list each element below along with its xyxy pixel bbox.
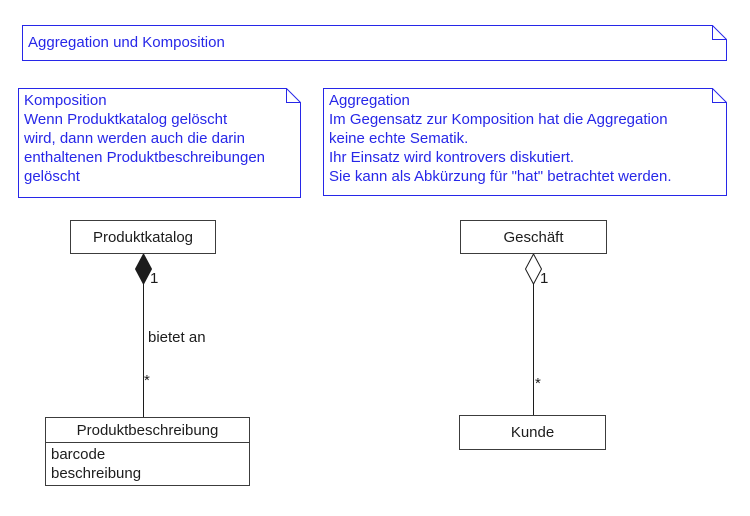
composition-diamond-icon[interactable] bbox=[134, 252, 153, 286]
class-produktkatalog[interactable]: Produktkatalog bbox=[70, 220, 216, 254]
note-aggregation-text: Aggregation Im Gegensatz zur Komposition… bbox=[329, 91, 711, 186]
class-kunde[interactable]: Kunde bbox=[459, 415, 606, 450]
composition-role-label: bietet an bbox=[148, 329, 206, 346]
class-attributes: barcode beschreibung bbox=[46, 443, 249, 483]
note-komposition-text: Komposition Wenn Produktkatalog gelöscht… bbox=[24, 91, 285, 186]
note-aggregation[interactable]: Aggregation Im Gegensatz zur Komposition… bbox=[323, 88, 727, 196]
note-line: Wenn Produktkatalog gelöscht bbox=[24, 111, 228, 128]
note-title[interactable]: Aggregation und Komposition bbox=[22, 25, 727, 61]
note-shape bbox=[18, 88, 301, 198]
class-name: Produktkatalog bbox=[92, 228, 194, 246]
class-name: Produktbeschreibung bbox=[46, 418, 249, 443]
note-shape bbox=[323, 88, 727, 196]
note-line: Im Gegensatz zur Komposition hat die Agg… bbox=[329, 111, 668, 128]
note-line: Komposition bbox=[24, 92, 107, 109]
composition-source-multiplicity: 1 bbox=[150, 270, 159, 287]
class-attribute: barcode bbox=[51, 446, 106, 463]
class-attribute: beschreibung bbox=[51, 465, 142, 482]
class-name: Kunde bbox=[510, 424, 555, 441]
note-line: Sie kann als Abkürzung für "hat" betrach… bbox=[329, 168, 672, 185]
aggregation-target-multiplicity: * bbox=[535, 375, 541, 392]
aggregation-diamond-icon[interactable] bbox=[524, 252, 543, 286]
note-line: wird, dann werden auch die darin bbox=[24, 130, 245, 147]
class-produktbeschreibung[interactable]: Produktbeschreibung barcode beschreibung bbox=[45, 417, 250, 486]
note-line: enthaltenen Produktbeschreibungen bbox=[24, 149, 266, 166]
note-line: Ihr Einsatz wird kontrovers diskutiert. bbox=[329, 149, 575, 166]
note-line: keine echte Sematik. bbox=[329, 130, 469, 147]
composition-target-multiplicity: * bbox=[144, 372, 150, 389]
note-line: gelöscht bbox=[24, 168, 80, 185]
class-geschaeft[interactable]: Geschäft bbox=[460, 220, 607, 254]
aggregation-source-multiplicity: 1 bbox=[540, 270, 549, 287]
note-shape bbox=[22, 25, 727, 61]
note-line: Aggregation bbox=[329, 92, 410, 109]
note-komposition[interactable]: Komposition Wenn Produktkatalog gelöscht… bbox=[18, 88, 301, 198]
class-name: Geschäft bbox=[503, 228, 564, 246]
note-title-text: Aggregation und Komposition bbox=[28, 34, 225, 51]
